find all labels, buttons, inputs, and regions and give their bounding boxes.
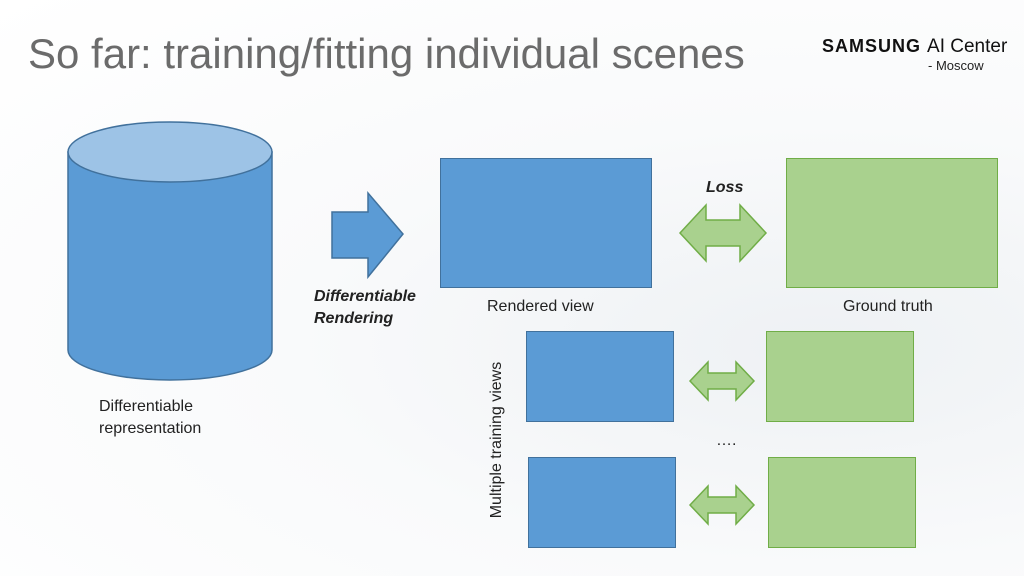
slide-title: So far: training/fitting individual scen… <box>28 30 745 77</box>
rendering-arrow <box>331 190 404 280</box>
multiple-views-label: Multiple training views <box>488 361 505 519</box>
ellipsis-label: …. <box>716 432 737 449</box>
training-view-ground-truth <box>768 457 916 548</box>
representation-cylinder <box>67 121 273 381</box>
training-view-ground-truth <box>766 331 914 422</box>
representation-label: Differentiable representation <box>99 396 201 440</box>
logo-location: - Moscow <box>928 58 984 73</box>
rendering-label: Differentiable Rendering <box>314 286 416 330</box>
rendering-label-line2: Rendering <box>314 310 394 327</box>
rendering-label-line1: Differentiable <box>314 288 416 305</box>
rendered-view-box <box>440 158 652 288</box>
training-view-rendered <box>528 457 676 548</box>
representation-label-line1: Differentiable <box>99 398 193 415</box>
compare-double-arrow <box>688 360 756 402</box>
ground-truth-box <box>786 158 998 288</box>
logo-brand: SAMSUNG <box>822 36 922 56</box>
logo-suffix: AI Center <box>927 36 1008 57</box>
representation-label-line2: representation <box>99 420 202 437</box>
training-view-rendered <box>526 331 674 422</box>
rendered-view-label: Rendered view <box>487 298 594 315</box>
compare-double-arrow <box>688 484 756 526</box>
loss-label: Loss <box>706 179 744 196</box>
loss-double-arrow <box>678 203 768 263</box>
ground-truth-label: Ground truth <box>843 298 933 315</box>
